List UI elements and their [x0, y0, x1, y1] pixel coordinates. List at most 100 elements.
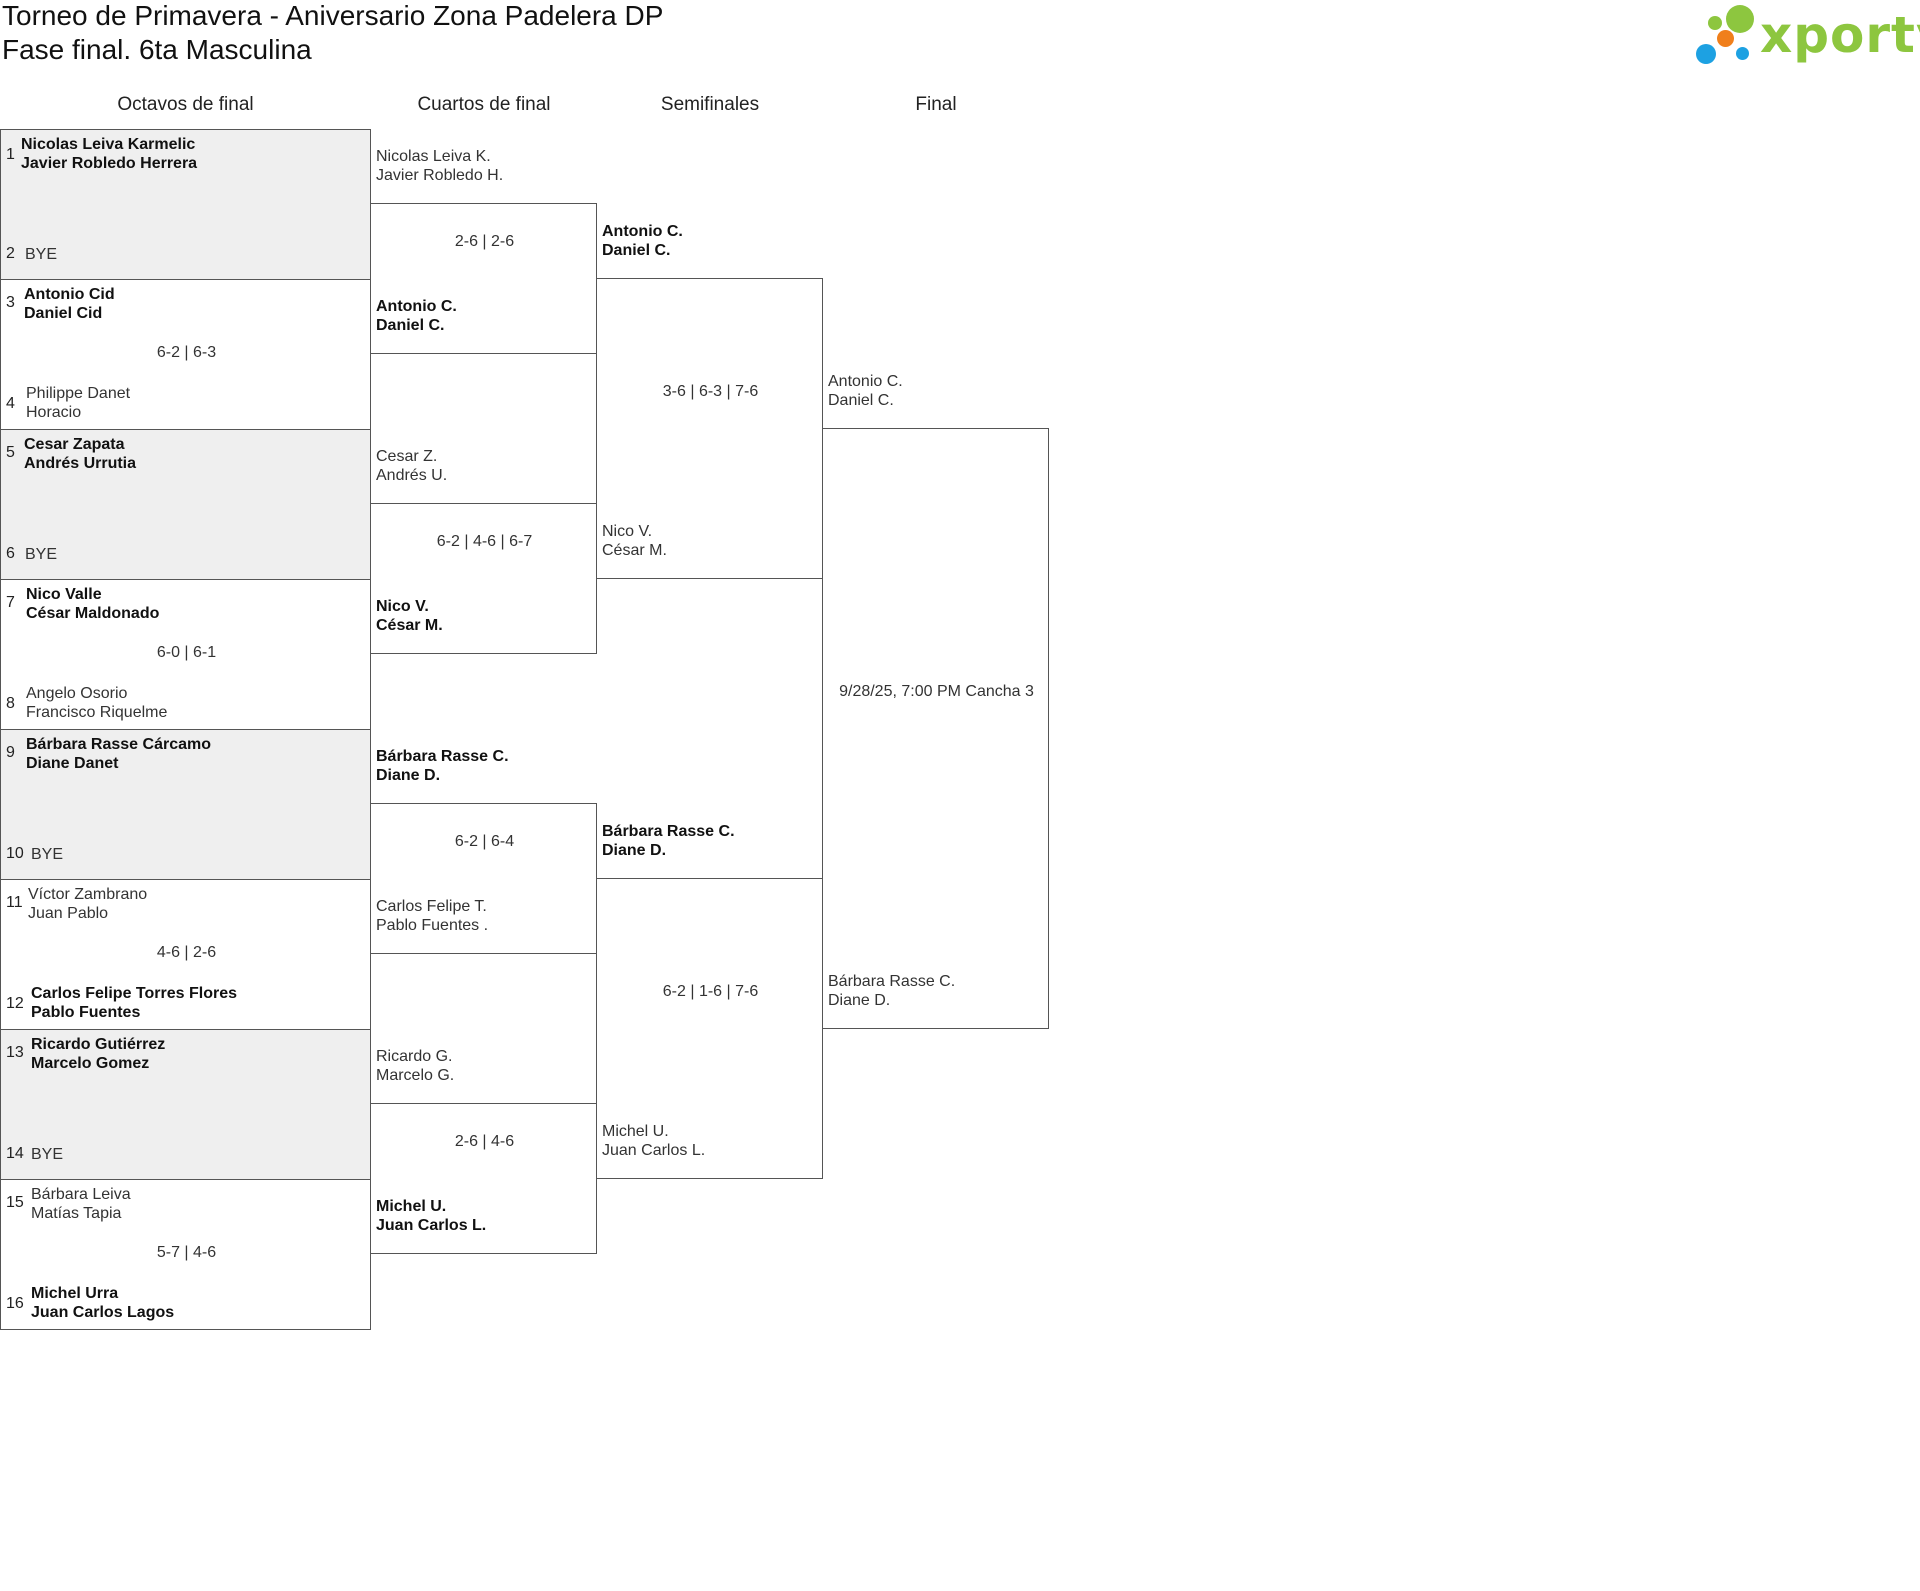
seed-number: 10 [6, 845, 24, 862]
semifinals-heading: Semifinales [660, 94, 760, 115]
team-player-2: Diane Danet [26, 755, 119, 772]
sf-top-team-player-2: Daniel C. [602, 242, 671, 259]
team-player-1: Bárbara Leiva [31, 1186, 131, 1203]
match-score: 2-6 | 2-6 [454, 233, 515, 250]
final-heading: Final [915, 94, 957, 115]
qf-top-team-player-1: Nicolas Leiva K. [376, 148, 491, 165]
final-top-team-player-2: Daniel C. [828, 392, 894, 409]
quarterfinal-match: 2-6 | 2-6 Antonio C. Daniel C. [370, 203, 597, 354]
match-schedule: 9/28/25, 7:00 PM Cancha 3 [839, 683, 1034, 700]
quarterfinal-match: 2-6 | 4-6 Michel U. Juan Carlos L. [370, 1103, 597, 1254]
team-player-2: Juan Carlos L. [376, 1217, 487, 1234]
team-player-2: César M. [602, 542, 667, 559]
quarterfinal-match: 6-2 | 6-4 Carlos Felipe T. Pablo Fuentes… [370, 803, 597, 954]
logo-text: xporty [1760, 6, 1920, 64]
qf-top-team-player-2: Javier Robledo H. [376, 167, 504, 184]
logo-dot-blue-icon [1696, 44, 1716, 64]
final-match: 9/28/25, 7:00 PM Cancha 3 Bárbara Rasse … [822, 428, 1049, 1029]
match-score: 6-2 | 1-6 | 7-6 [662, 983, 759, 1000]
match-score: 4-6 | 2-6 [156, 944, 217, 961]
qf-top-team-player-2: Marcelo G. [376, 1067, 455, 1084]
seed-number: 5 [6, 444, 15, 461]
team-player-1: Carlos Felipe T. [376, 898, 487, 915]
round-of-16-match: 7 Nico Valle César Maldonado 6-0 | 6-1 8… [0, 579, 371, 730]
seed-number: 6 [6, 545, 15, 562]
seed-number: 16 [6, 1295, 24, 1312]
round-of-16-heading: Octavos de final [117, 94, 254, 115]
team-player-1: Nico Valle [26, 586, 102, 603]
team-player-2: César Maldonado [26, 605, 160, 622]
qf-top-team-player-1: Bárbara Rasse C. [376, 748, 509, 765]
logo-dot-green-small-icon [1708, 16, 1722, 30]
sf-top-team-player-1: Bárbara Rasse C. [602, 823, 735, 840]
team-player-1: Víctor Zambrano [28, 886, 148, 903]
match-score: 2-6 | 4-6 [454, 1133, 515, 1150]
team-player-2: Andrés Urrutia [24, 455, 137, 472]
match-score: 6-2 | 6-4 [454, 833, 515, 850]
round-of-16-match: 9 Bárbara Rasse Cárcamo Diane Danet 10 B… [0, 729, 371, 880]
semifinal-match: 3-6 | 6-3 | 7-6 Nico V. César M. [596, 278, 823, 579]
qf-top-team-player-2: Andrés U. [376, 467, 448, 484]
team-player-1: Michel U. [376, 1198, 447, 1215]
round-of-16-match: 1 Nicolas Leiva Karmelic Javier Robledo … [0, 129, 371, 280]
bye-label: BYE [31, 1146, 64, 1163]
seed-number: 12 [6, 995, 24, 1012]
team-player-1: Bárbara Rasse Cárcamo [26, 736, 211, 753]
team-player-2: Marcelo Gomez [31, 1055, 150, 1072]
seed-number: 2 [6, 245, 15, 262]
match-score: 5-7 | 4-6 [156, 1244, 217, 1261]
team-player-2: Juan Pablo [28, 905, 109, 922]
team-player-2: Francisco Riquelme [26, 704, 168, 721]
team-player-2: Juan Carlos Lagos [31, 1304, 175, 1321]
seed-number: 11 [6, 894, 23, 911]
team-player-2: Javier Robledo Herrera [21, 155, 198, 172]
match-score: 6-2 | 4-6 | 6-7 [436, 533, 533, 550]
team-player-1: Angelo Osorio [26, 685, 128, 702]
team-player-1: Antonio Cid [24, 286, 115, 303]
round-of-16-match: 3 Antonio Cid Daniel Cid 6-2 | 6-3 4 Phi… [0, 279, 371, 430]
seed-number: 4 [6, 395, 15, 412]
team-player-2: César M. [376, 617, 443, 634]
logo-dot-green-icon [1726, 5, 1754, 33]
quarterfinals-heading: Cuartos de final [417, 94, 551, 115]
logo-dot-orange-icon [1717, 30, 1734, 47]
xporty-logo: xporty [1692, 0, 1920, 70]
seed-number: 13 [6, 1044, 24, 1061]
bracket-subtitle: Fase final. 6ta Masculina [2, 34, 312, 65]
team-player-2: Juan Carlos L. [602, 1142, 706, 1159]
logo-dot-blue-small-icon [1736, 47, 1749, 60]
qf-top-team-player-1: Cesar Z. [376, 448, 438, 465]
seed-number: 14 [6, 1145, 24, 1162]
sf-top-team-player-1: Antonio C. [602, 223, 683, 240]
bye-label: BYE [25, 246, 58, 263]
team-player-2: Horacio [26, 404, 82, 421]
seed-number: 8 [6, 695, 15, 712]
tournament-title: Torneo de Primavera - Aniversario Zona P… [2, 0, 664, 31]
bye-label: BYE [31, 846, 64, 863]
seed-number: 15 [6, 1194, 24, 1211]
bye-label: BYE [25, 546, 58, 563]
qf-top-team-player-2: Diane D. [376, 767, 441, 784]
seed-number: 3 [6, 294, 15, 311]
quarterfinal-match: 6-2 | 4-6 | 6-7 Nico V. César M. [370, 503, 597, 654]
team-player-1: Michel U. [602, 1123, 669, 1140]
team-player-1: Nicolas Leiva Karmelic [21, 136, 196, 153]
team-player-1: Bárbara Rasse C. [828, 973, 956, 990]
seed-number: 1 [6, 146, 15, 163]
team-player-2: Matías Tapia [31, 1205, 122, 1222]
final-top-team-player-1: Antonio C. [828, 373, 903, 390]
team-player-1: Nico V. [602, 523, 653, 540]
team-player-2: Daniel C. [376, 317, 445, 334]
team-player-1: Ricardo Gutiérrez [31, 1036, 166, 1053]
team-player-1: Philippe Danet [26, 385, 131, 402]
team-player-1: Antonio C. [376, 298, 457, 315]
match-score: 6-0 | 6-1 [156, 644, 217, 661]
round-of-16-match: 15 Bárbara Leiva Matías Tapia 5-7 | 4-6 … [0, 1179, 371, 1330]
team-player-1: Cesar Zapata [24, 436, 125, 453]
round-of-16-match: 5 Cesar Zapata Andrés Urrutia 6 BYE [0, 429, 371, 580]
round-of-16-match: 13 Ricardo Gutiérrez Marcelo Gomez 14 BY… [0, 1029, 371, 1180]
team-player-1: Michel Urra [31, 1285, 119, 1302]
team-player-1: Carlos Felipe Torres Flores [31, 985, 237, 1002]
sf-top-team-player-2: Diane D. [602, 842, 667, 859]
match-score: 3-6 | 6-3 | 7-6 [662, 383, 759, 400]
